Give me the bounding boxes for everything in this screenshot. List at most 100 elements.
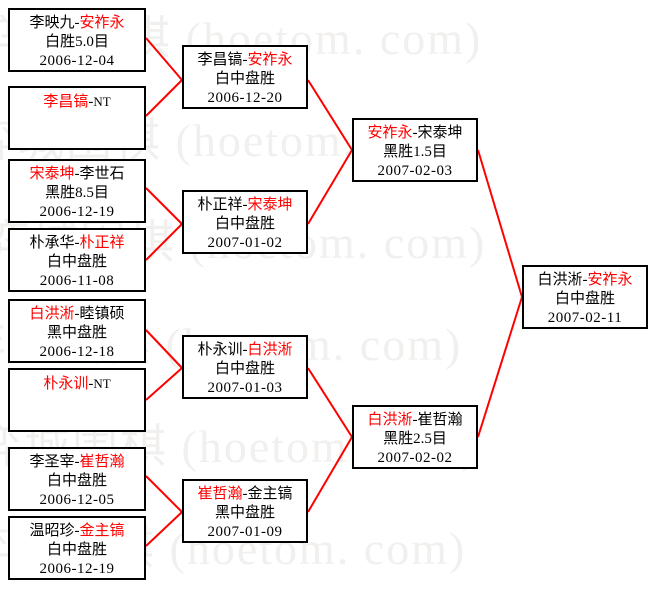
match-box[interactable]: 李昌镐-安祚永白中盘胜 2006-12-20 xyxy=(182,45,308,109)
match-result: 白中盘胜 xyxy=(46,473,107,489)
match-date: 2006-12-18 xyxy=(39,344,115,360)
match-result: 白中盘胜 xyxy=(46,254,107,270)
connector-line xyxy=(477,296,523,438)
connector-line xyxy=(145,511,183,547)
connector-line xyxy=(145,223,183,261)
match-result: 黑中盘胜 xyxy=(46,325,107,341)
match-date: 2006-12-04 xyxy=(39,53,115,69)
match-players: 白洪淅-安祚永 xyxy=(524,271,646,290)
match-box[interactable]: 朴永训-NT xyxy=(8,368,146,432)
player-separator: - xyxy=(412,412,418,428)
match-box[interactable]: 白洪淅-崔哲瀚黑胜2.5目 2007-02-02 xyxy=(352,405,478,469)
player-right: 宋泰坤 xyxy=(247,197,293,213)
player-separator: - xyxy=(74,454,80,470)
match-box[interactable]: 朴正祥-宋泰坤白中盘胜 2007-01-02 xyxy=(182,190,308,254)
player-left: 温昭珍 xyxy=(29,523,75,539)
player-right: 安祚永 xyxy=(587,272,633,288)
match-players: 朴永训-NT xyxy=(10,374,144,394)
match-date: 2007-01-09 xyxy=(207,524,283,540)
match-date: 2006-12-19 xyxy=(39,204,115,220)
player-separator: - xyxy=(242,342,248,358)
connector-line xyxy=(145,329,183,369)
match-date: 2006-11-08 xyxy=(39,273,115,289)
match-box[interactable]: 朴永训-白洪淅白中盘胜 2007-01-03 xyxy=(182,335,308,399)
connector-line xyxy=(145,79,183,117)
connector-line xyxy=(145,475,183,513)
player-left: 李映九 xyxy=(29,15,75,31)
player-left: 李圣宰 xyxy=(29,454,75,470)
player-right: NT xyxy=(93,94,111,109)
connector-line xyxy=(307,367,353,438)
connector-line xyxy=(145,37,183,81)
player-right: 宋泰坤 xyxy=(417,125,463,141)
player-right: 朴正祥 xyxy=(79,235,125,251)
match-result: 白中盘胜 xyxy=(46,542,107,558)
match-players: 宋泰坤-李世石 xyxy=(10,165,144,184)
player-right: 安祚永 xyxy=(79,15,125,31)
player-right: 崔哲瀚 xyxy=(79,454,125,470)
match-date: 2007-02-11 xyxy=(547,310,623,326)
match-date: 2007-01-02 xyxy=(207,235,283,251)
match-players: 温昭珍-金主镐 xyxy=(10,522,144,541)
match-result: 白中盘胜 xyxy=(214,361,275,377)
player-left: 李昌镐 xyxy=(197,52,243,68)
match-box[interactable]: 李圣宰-崔哲瀚白中盘胜 2006-12-05 xyxy=(8,447,146,511)
match-date: 2006-12-20 xyxy=(207,90,283,106)
match-result: 黑胜8.5目 xyxy=(45,185,109,201)
match-players: 崔哲瀚-金主镐 xyxy=(184,485,306,504)
player-left: 白洪淅 xyxy=(367,412,413,428)
player-right: 金主镐 xyxy=(79,523,125,539)
match-box[interactable]: 崔哲瀚-金主镐黑中盘胜 2007-01-09 xyxy=(182,479,308,543)
player-separator: - xyxy=(74,235,80,251)
player-right: 白洪淅 xyxy=(247,342,293,358)
player-left: 李昌镐 xyxy=(43,94,89,110)
player-separator: - xyxy=(88,94,94,110)
player-left: 朴承华 xyxy=(29,235,75,251)
match-date: 2007-01-03 xyxy=(207,380,283,396)
match-box[interactable]: 白洪淅-安祚永白中盘胜 2007-02-11 xyxy=(522,265,648,329)
match-players: 李映九-安祚永 xyxy=(10,14,144,33)
match-date: 2007-02-03 xyxy=(377,163,453,179)
connector-line xyxy=(145,187,183,225)
player-right: 睦镇硕 xyxy=(79,306,125,322)
match-players: 朴永训-白洪淅 xyxy=(184,341,306,360)
player-right: 崔哲瀚 xyxy=(417,412,463,428)
player-right: 李世石 xyxy=(79,166,125,182)
match-box[interactable]: 李昌镐-NT xyxy=(8,86,146,150)
match-players: 朴正祥-宋泰坤 xyxy=(184,196,306,215)
match-players: 李昌镐-安祚永 xyxy=(184,51,306,70)
player-separator: - xyxy=(74,306,80,322)
player-left: 朴永训 xyxy=(43,376,89,392)
match-result: 白中盘胜 xyxy=(554,291,615,307)
match-date: 2006-12-19 xyxy=(39,561,115,577)
player-left: 宋泰坤 xyxy=(29,166,75,182)
connector-line xyxy=(307,436,353,513)
player-left: 安祚永 xyxy=(367,125,413,141)
player-left: 白洪淅 xyxy=(537,272,583,288)
player-separator: - xyxy=(242,486,248,502)
player-separator: - xyxy=(242,52,248,68)
match-players: 李昌镐-NT xyxy=(10,92,144,112)
match-date: 2006-12-05 xyxy=(39,492,115,508)
match-result: 黑中盘胜 xyxy=(214,505,275,521)
player-left: 朴正祥 xyxy=(197,197,243,213)
player-separator: - xyxy=(74,166,80,182)
player-separator: - xyxy=(412,125,418,141)
player-right: NT xyxy=(93,376,111,391)
match-players: 安祚永-宋泰坤 xyxy=(354,124,476,143)
connector-line xyxy=(477,149,523,298)
match-players: 朴承华-朴正祥 xyxy=(10,234,144,253)
match-result: 白中盘胜 xyxy=(214,71,275,87)
connector-line xyxy=(307,149,353,225)
match-result: 白中盘胜 xyxy=(214,216,275,232)
match-date: 2007-02-02 xyxy=(377,450,453,466)
match-result: 黑胜2.5目 xyxy=(383,431,447,447)
connector-line xyxy=(145,367,183,401)
match-box[interactable]: 温昭珍-金主镐白中盘胜 2006-12-19 xyxy=(8,516,146,580)
